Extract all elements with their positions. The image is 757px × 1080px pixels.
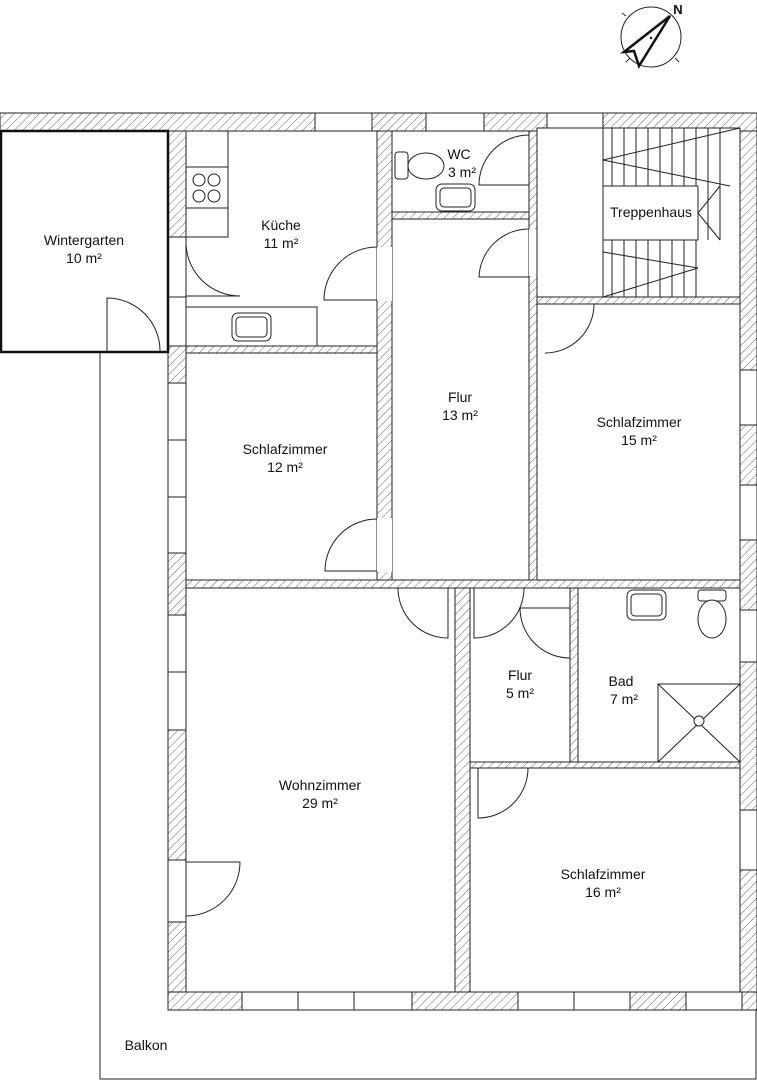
balkon-outline	[99, 352, 757, 1080]
stove-icon	[185, 166, 229, 209]
doors	[106, 134, 595, 917]
fixtures	[185, 127, 741, 763]
compass: N	[619, 2, 683, 69]
room-area: 11 m²	[264, 235, 299, 251]
room-name: Wintergarten	[44, 232, 124, 248]
kueche-door	[323, 246, 378, 301]
room-area: 29 m²	[302, 795, 338, 811]
room-area: 13 m²	[442, 407, 478, 423]
toilet-icon	[394, 151, 409, 180]
room-name: Wohnzimmer	[279, 777, 362, 793]
room-area: 3 m²	[448, 164, 476, 180]
room-name: Schlafzimmer	[561, 866, 646, 882]
toilet-icon	[697, 589, 727, 602]
room-area: 5 m²	[506, 685, 534, 701]
room-name: Schlafzimmer	[243, 441, 328, 457]
room-name: Bad	[609, 673, 634, 689]
room-name: Flur	[508, 667, 532, 683]
room-name: Treppenhaus	[610, 204, 692, 220]
room-name: Schlafzimmer	[597, 414, 682, 430]
room-labels: Wintergarten 10 m² Küche 11 m² WC 3 m² T…	[44, 146, 694, 1053]
north-label: N	[673, 2, 682, 17]
compass-circle	[620, 6, 682, 68]
north-arrow-icon: N	[619, 2, 683, 69]
room-name: WC	[447, 146, 470, 162]
windows	[167, 112, 757, 1011]
room-area: 15 m²	[621, 432, 657, 448]
room-area: 16 m²	[585, 884, 621, 900]
room-name: Küche	[261, 217, 301, 233]
room-area: 7 m²	[610, 691, 638, 707]
wintergarten-room	[0, 129, 170, 354]
room-name: Balkon	[125, 1037, 168, 1053]
room-area: 12 m²	[267, 459, 303, 475]
room-name: Flur	[448, 389, 472, 405]
room-area: 10 m²	[66, 250, 102, 266]
stairs-icon	[536, 127, 741, 298]
